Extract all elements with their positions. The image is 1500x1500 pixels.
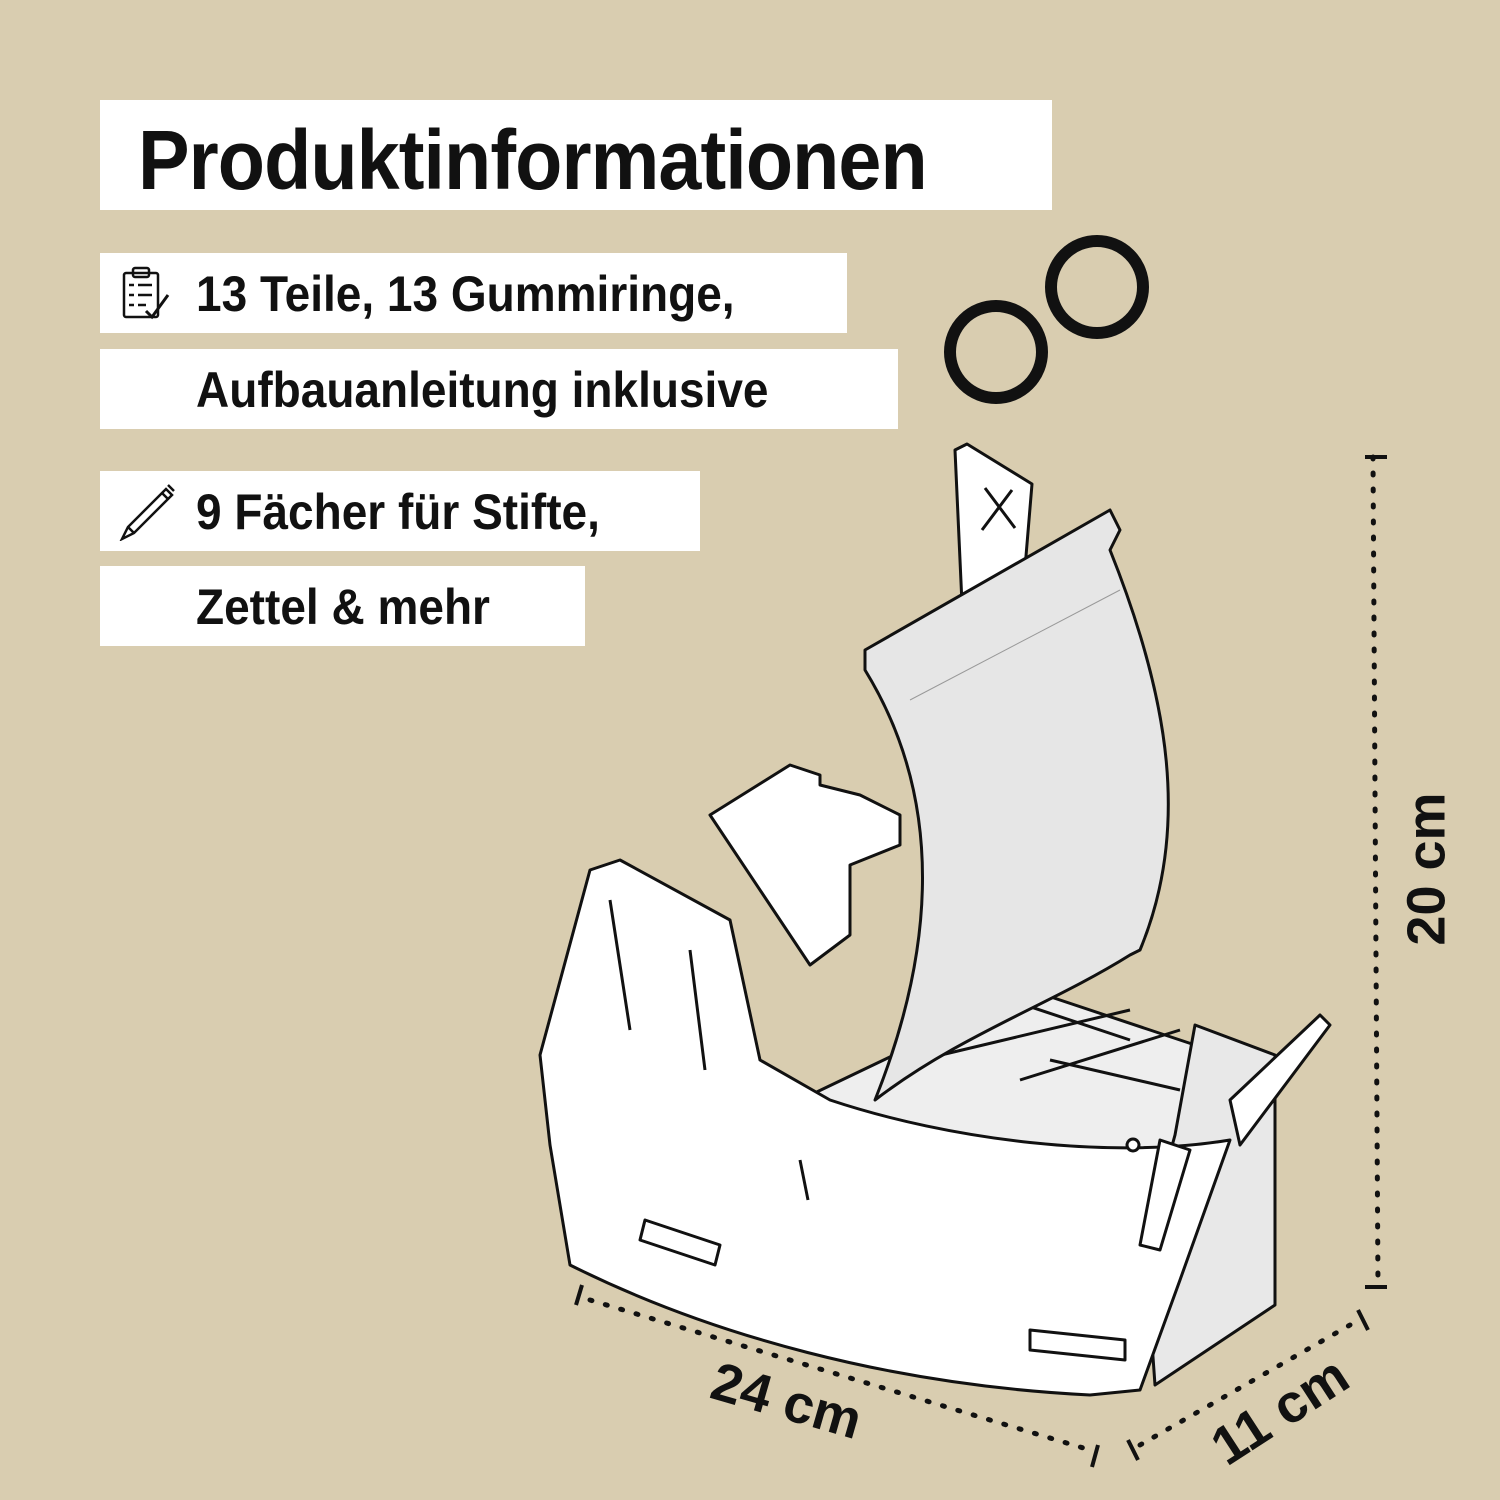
clipboard-checklist-icon bbox=[122, 266, 170, 320]
feature-text: Aufbauanleitung inklusive bbox=[196, 362, 769, 418]
feature-line: Zettel & mehr bbox=[100, 566, 585, 646]
feature-text: 9 Fächer für Stifte, bbox=[196, 484, 600, 540]
title-box: Produktinformationen bbox=[100, 100, 1052, 210]
feature-line: 13 Teile, 13 Gummiringe, bbox=[100, 253, 847, 333]
feature-text: Zettel & mehr bbox=[196, 579, 490, 635]
feature-text: 13 Teile, 13 Gummiringe, bbox=[196, 266, 735, 322]
pencil-icon bbox=[119, 484, 175, 541]
height-label: 20 cm bbox=[1396, 792, 1457, 946]
rubber-ring-icon bbox=[1045, 235, 1149, 339]
sail bbox=[863, 508, 1170, 1102]
rubber-ring-icon bbox=[944, 300, 1048, 404]
page-title: Produktinformationen bbox=[138, 113, 928, 207]
stern-tower bbox=[708, 763, 902, 967]
feature-line: Aufbauanleitung inklusive bbox=[100, 349, 898, 429]
feature-line: 9 Fächer für Stifte, bbox=[100, 471, 700, 551]
